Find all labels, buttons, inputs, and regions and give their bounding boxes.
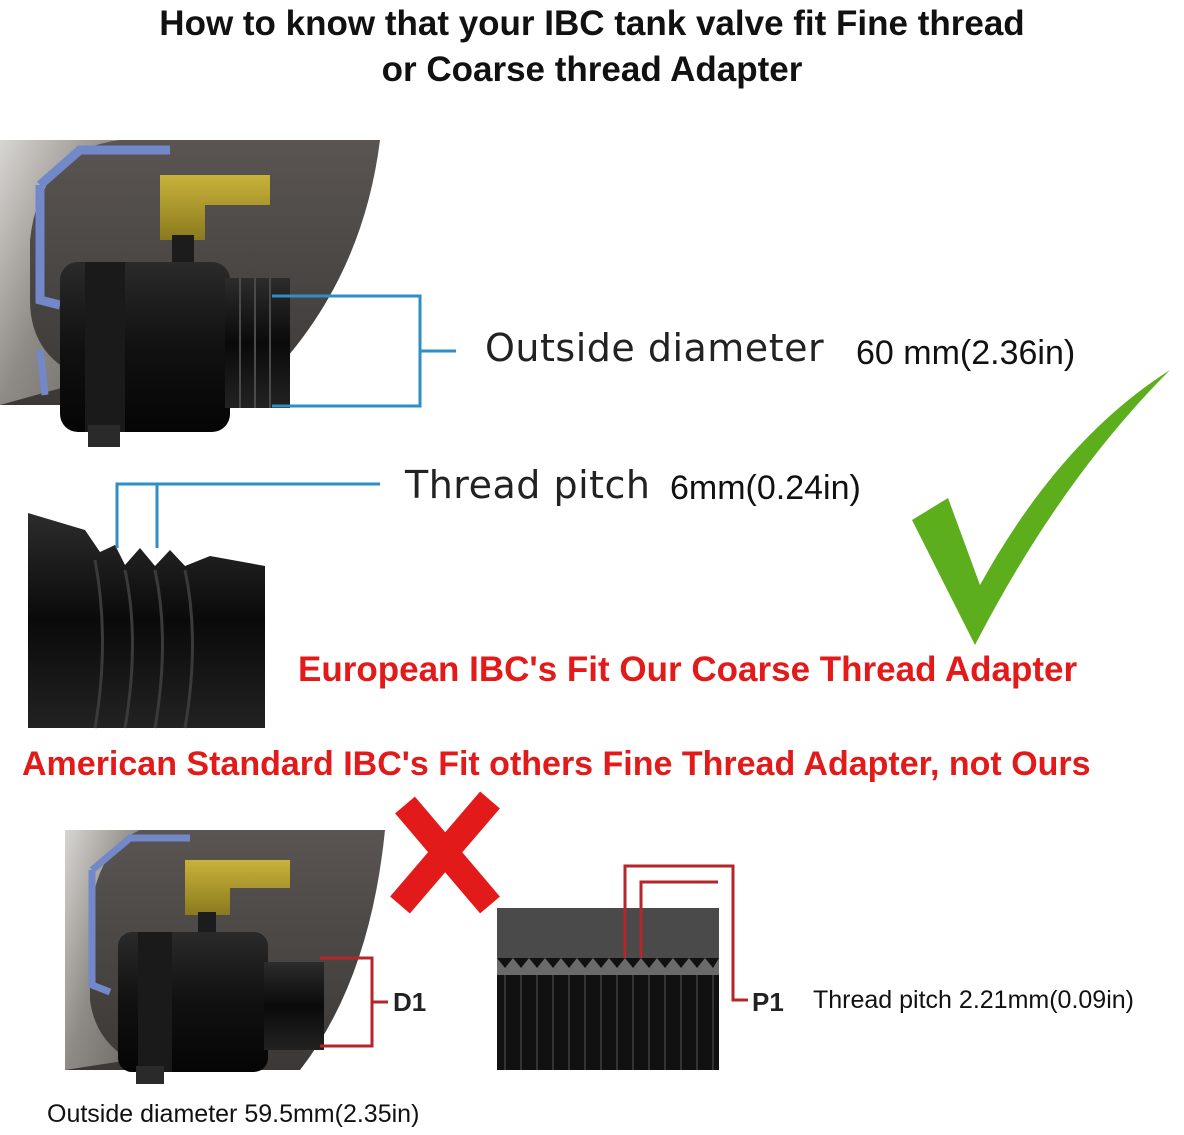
coarse-thread-section (28, 513, 265, 729)
p1-tag: P1 (752, 987, 784, 1017)
american-fit-statement: American Standard IBC's Fit others Fine … (22, 745, 1091, 783)
title-line-2: or Coarse thread Adapter (381, 50, 803, 89)
thread-pitch-value: 6mm(0.24in) (670, 469, 861, 507)
d1-tag: D1 (393, 987, 427, 1017)
fine-outside-diameter-text: Outside diameter 59.5mm(2.35in) (47, 1100, 420, 1128)
thread-pitch-bracket (115, 482, 380, 548)
fine-valve-image (65, 830, 385, 1084)
outside-diameter-bracket (272, 294, 456, 408)
d1-bracket (320, 956, 388, 1048)
title-line-1: How to know that your IBC tank valve fit… (159, 4, 1025, 43)
coarse-valve-image (0, 140, 380, 447)
fine-thread-pitch-text: Thread pitch 2.21mm(0.09in) (813, 986, 1134, 1014)
outside-diameter-value: 60 mm(2.36in) (856, 334, 1076, 372)
check-mark-icon (912, 370, 1170, 645)
cross-mark-icon (390, 791, 500, 914)
fine-thread-section (497, 908, 719, 1070)
p1-bracket (623, 864, 748, 1002)
thread-pitch-label: Thread pitch (405, 463, 651, 507)
european-fit-statement: European IBC's Fit Our Coarse Thread Ada… (298, 650, 1078, 689)
outside-diameter-label: Outside diameter (485, 326, 825, 370)
